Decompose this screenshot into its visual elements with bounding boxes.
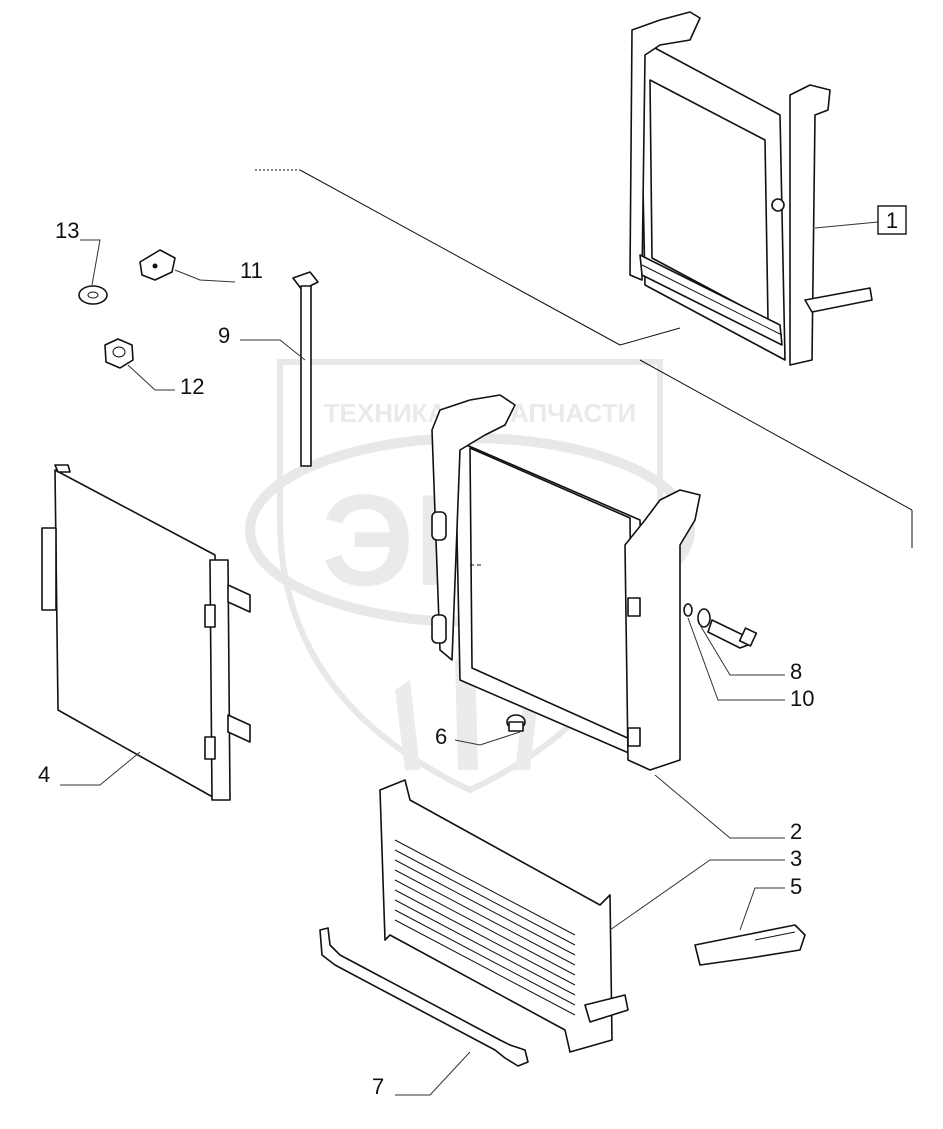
radiator-assembly bbox=[629, 11, 873, 366]
oil-cooler bbox=[379, 779, 629, 1053]
mounting-bracket bbox=[694, 924, 806, 966]
callout-10: 10 bbox=[790, 686, 814, 711]
bolt bbox=[707, 619, 758, 649]
callout-5: 5 bbox=[790, 874, 802, 899]
cooler-fins bbox=[394, 839, 576, 1016]
long-rod bbox=[292, 271, 319, 467]
callout-13: 13 bbox=[55, 218, 79, 243]
callout-9: 9 bbox=[218, 323, 230, 348]
callout-11: 11 bbox=[240, 258, 263, 283]
small-washer bbox=[78, 285, 108, 305]
callout-6: 6 bbox=[435, 724, 447, 749]
callout-7: 7 bbox=[372, 1074, 384, 1099]
callout-12: 12 bbox=[180, 374, 204, 399]
watermark-text-left: ТЕХНИКА bbox=[324, 398, 447, 428]
intercooler-radiator bbox=[431, 394, 701, 771]
reference-lines bbox=[255, 169, 913, 548]
condenser-panel bbox=[41, 464, 251, 801]
watermark-text-right: ЗАПЧАСТИ bbox=[494, 398, 637, 428]
clip bbox=[139, 249, 176, 281]
callout-1: 1 bbox=[886, 208, 898, 233]
callout-8: 8 bbox=[790, 659, 802, 684]
callout-2: 2 bbox=[790, 819, 802, 844]
callout-3: 3 bbox=[790, 846, 802, 871]
washer bbox=[683, 603, 711, 628]
callouts: 1 2 3 4 5 6 7 8 9 10 11 12 13 bbox=[38, 205, 907, 1099]
callout-4: 4 bbox=[38, 762, 50, 787]
leader-lines bbox=[60, 221, 879, 1096]
callout-1-box bbox=[877, 205, 907, 235]
plug bbox=[506, 714, 526, 732]
tie-rod bbox=[319, 927, 529, 1067]
nut bbox=[104, 338, 134, 369]
